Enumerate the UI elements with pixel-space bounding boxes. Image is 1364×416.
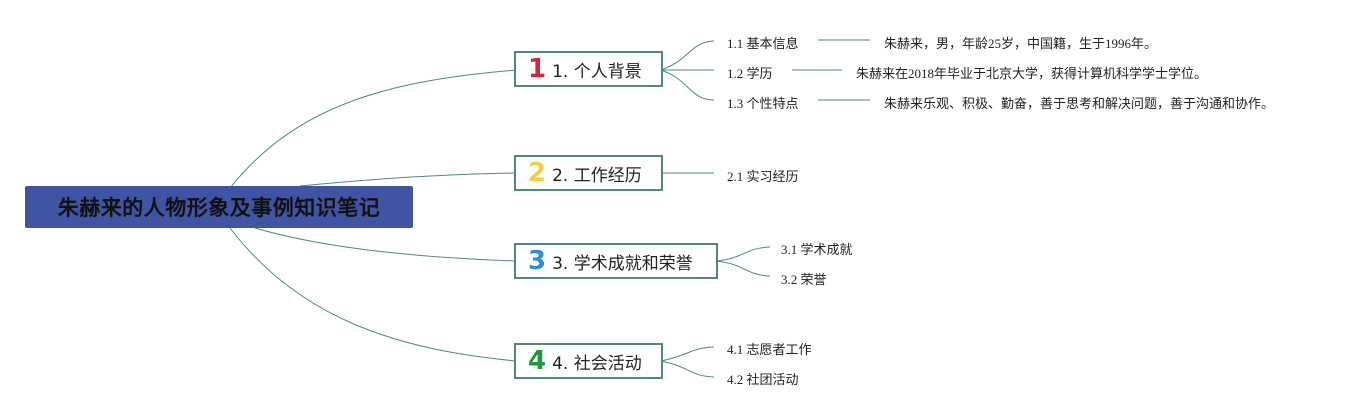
leaf-academic-achievement[interactable]: 3.1 学术成就 — [781, 242, 853, 257]
leaf-volunteer-work[interactable]: 4.1 志愿者工作 — [727, 342, 812, 357]
leaf-honors[interactable]: 3.2 荣誉 — [781, 272, 827, 287]
leaf-internship[interactable]: 2.1 实习经历 — [727, 169, 799, 184]
branch-academic-honors[interactable]: 3 3. 学术成就和荣誉 — [514, 243, 718, 279]
root-topic[interactable]: 朱赫来的人物形象及事例知识笔记 — [25, 186, 413, 228]
branch-social-activities[interactable]: 4 4. 社会活动 — [514, 343, 663, 379]
leaf-education[interactable]: 1.2 学历 — [727, 66, 773, 81]
number-4-icon: 4 — [528, 346, 547, 376]
branch-work-experience[interactable]: 2 2. 工作经历 — [514, 155, 663, 191]
branch-personal-background[interactable]: 1 1. 个人背景 — [514, 51, 663, 87]
number-1-icon: 1 — [528, 54, 547, 84]
branch-label: 3. 学术成就和荣誉 — [552, 253, 693, 274]
leaf-personality[interactable]: 1.3 个性特点 — [727, 96, 799, 111]
branch-label: 2. 工作经历 — [552, 165, 642, 186]
detail-education: 朱赫来在2018年毕业于北京大学，获得计算机科学学士学位。 — [856, 66, 1208, 81]
branch-label: 4. 社会活动 — [552, 353, 642, 374]
leaf-club-activities[interactable]: 4.2 社团活动 — [727, 372, 799, 387]
detail-personality: 朱赫来乐观、积极、勤奋，善于思考和解决问题，善于沟通和协作。 — [884, 96, 1275, 111]
number-2-icon: 2 — [528, 158, 547, 188]
root-title: 朱赫来的人物形象及事例知识笔记 — [57, 196, 381, 220]
leaf-basic-info[interactable]: 1.1 基本信息 — [727, 36, 799, 51]
number-3-icon: 3 — [528, 246, 547, 276]
detail-basic-info: 朱赫来，男，年龄25岁，中国籍，生于1996年。 — [884, 36, 1158, 51]
branch-label: 1. 个人背景 — [552, 61, 642, 82]
